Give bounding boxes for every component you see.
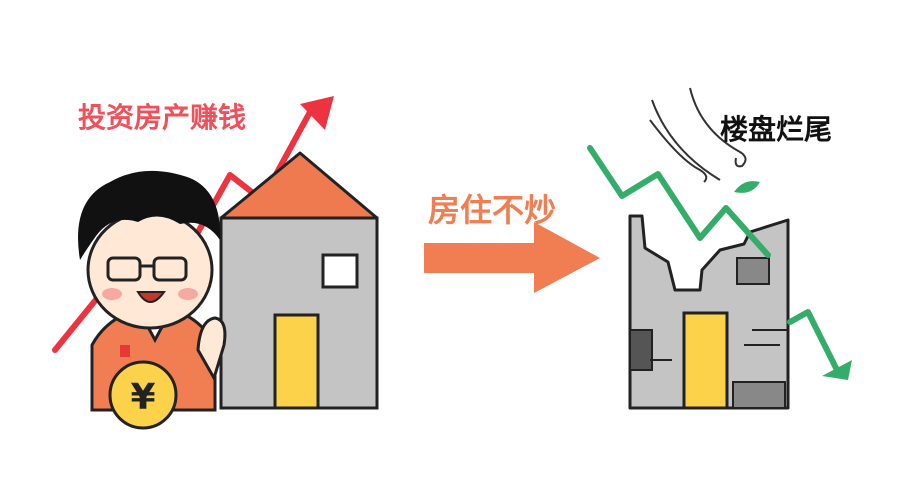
coin: ¥	[108, 360, 178, 430]
invest-property-label: 投资房产赚钱	[78, 101, 247, 134]
falling-trend-arrow	[587, 145, 852, 380]
intact-house	[219, 151, 379, 410]
no-speculation-label: 房住不炒	[428, 191, 557, 229]
broken-house	[628, 214, 790, 410]
transition-arrow	[424, 222, 600, 293]
wind-lines	[649, 87, 747, 183]
unfinished-project-label: 楼盘烂尾	[720, 113, 833, 146]
leaf-icon	[734, 181, 760, 193]
coin-symbol: ¥	[130, 377, 155, 418]
